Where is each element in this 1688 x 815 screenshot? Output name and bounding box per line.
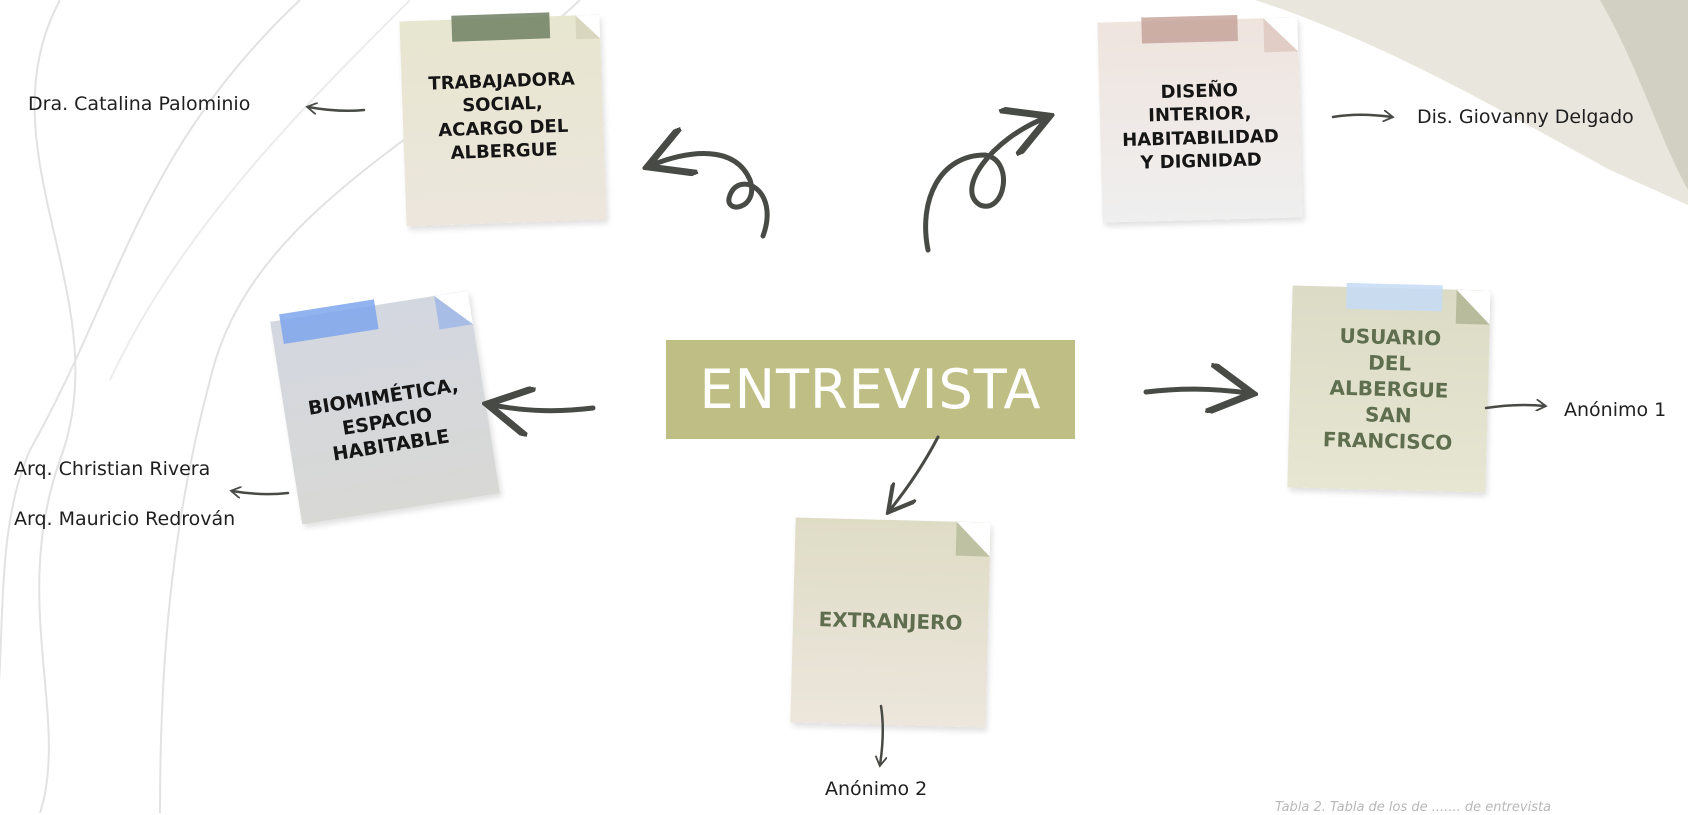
note-extranjero: EXTRANJERO [790, 517, 991, 728]
tape-strip [451, 12, 551, 42]
central-title: ENTREVISTA [699, 358, 1042, 421]
person-label: Dis. Giovanny Delgado [1417, 106, 1634, 128]
person-label: Anónimo 2 [825, 778, 928, 800]
note-fold-corner [575, 14, 601, 40]
note-diseno-interior: DISEÑO INTERIOR, HABITABILIDAD Y DIGNIDA… [1097, 14, 1303, 223]
central-title-box: ENTREVISTA [666, 340, 1075, 439]
note-fold-corner [1455, 289, 1491, 325]
note-usuario-albergue: USUARIO DEL ALBERGUE SAN FRANCISCO [1287, 282, 1491, 493]
person-label: Anónimo 1 [1564, 399, 1667, 421]
note-label: DISEÑO INTERIOR, HABITABILIDAD Y DIGNIDA… [1121, 80, 1280, 174]
note-fold-corner [434, 290, 474, 330]
tape-strip [1346, 282, 1443, 312]
note-label: BIOMIMÉTICA, ESPACIO HABITABLE [306, 374, 461, 466]
note-fold-corner [1263, 17, 1299, 53]
tape-strip [1141, 14, 1238, 44]
person-label: Arq. Christian Rivera [14, 458, 211, 480]
note-fold-corner [955, 521, 991, 557]
note-label: TRABAJADORA SOCIAL, ACARGO DEL ALBERGUE [428, 68, 576, 165]
note-biomimetica: BIOMIMÉTICA, ESPACIO HABITABLE [270, 290, 500, 525]
note-label: USUARIO DEL ALBERGUE SAN FRANCISCO [1322, 323, 1453, 455]
figure-caption: Tabla 2. Tabla de los de ....... de entr… [1275, 800, 1552, 815]
note-trabajadora-social: TRABAJADORA SOCIAL, ACARGO DEL ALBERGUE [399, 12, 607, 227]
note-label: EXTRANJERO [818, 607, 963, 635]
person-label: Arq. Mauricio Redrován [14, 508, 236, 530]
person-label: Dra. Catalina Palominio [28, 93, 251, 115]
